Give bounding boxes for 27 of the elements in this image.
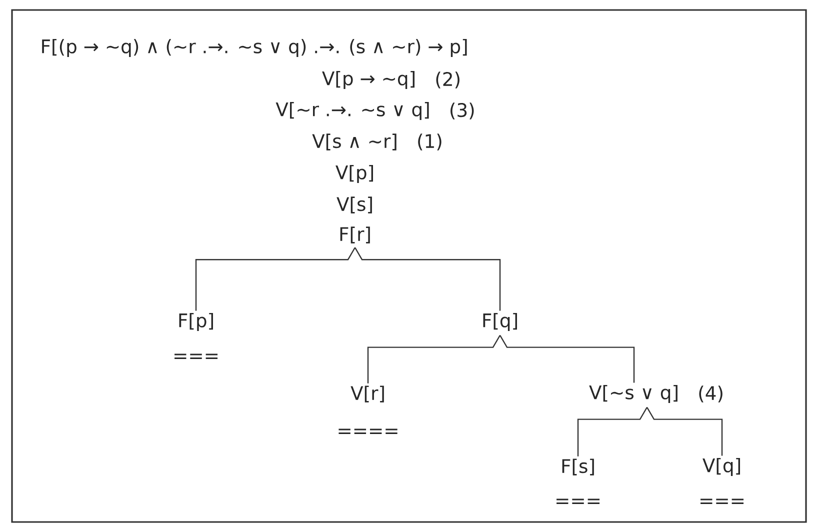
branch-line xyxy=(500,335,635,383)
formula-line: V[p → ~q] xyxy=(322,70,414,90)
closure-mark: === xyxy=(174,354,218,360)
formula-line: V[p] xyxy=(336,164,373,184)
step-number: (1) xyxy=(418,134,442,150)
formula-line: V[s] xyxy=(336,196,372,214)
formula-line: V[q] xyxy=(702,458,740,476)
closure-mark: ==== xyxy=(338,428,398,434)
formula-line: F[r] xyxy=(340,226,370,244)
formula-line: F[(p → ~q) ∧ (~r .→. ~s ∨ q) .→. (s ∧ ~r) → p] xyxy=(42,38,467,58)
branch-line xyxy=(577,407,648,456)
step-number: (4) xyxy=(699,386,722,402)
formula-line: V[~s ∨ q] xyxy=(589,384,678,404)
formula-line: F[p] xyxy=(179,312,213,332)
formula-line: F[s] xyxy=(562,458,594,476)
branch-line xyxy=(367,335,501,384)
formula-line: F[q] xyxy=(483,312,517,332)
branch-line xyxy=(354,247,501,311)
formula-line: V[s ∧ ~r] xyxy=(312,134,396,150)
closure-mark: === xyxy=(700,498,744,504)
branch-line xyxy=(195,247,356,311)
step-number: (3) xyxy=(450,102,474,120)
closure-mark: === xyxy=(556,498,600,504)
formula-line: V[r] xyxy=(350,386,384,402)
step-number: (2) xyxy=(436,72,460,88)
branch-line xyxy=(646,407,723,456)
formula-line: V[~r .→. ~s ∨ q] xyxy=(276,102,429,120)
